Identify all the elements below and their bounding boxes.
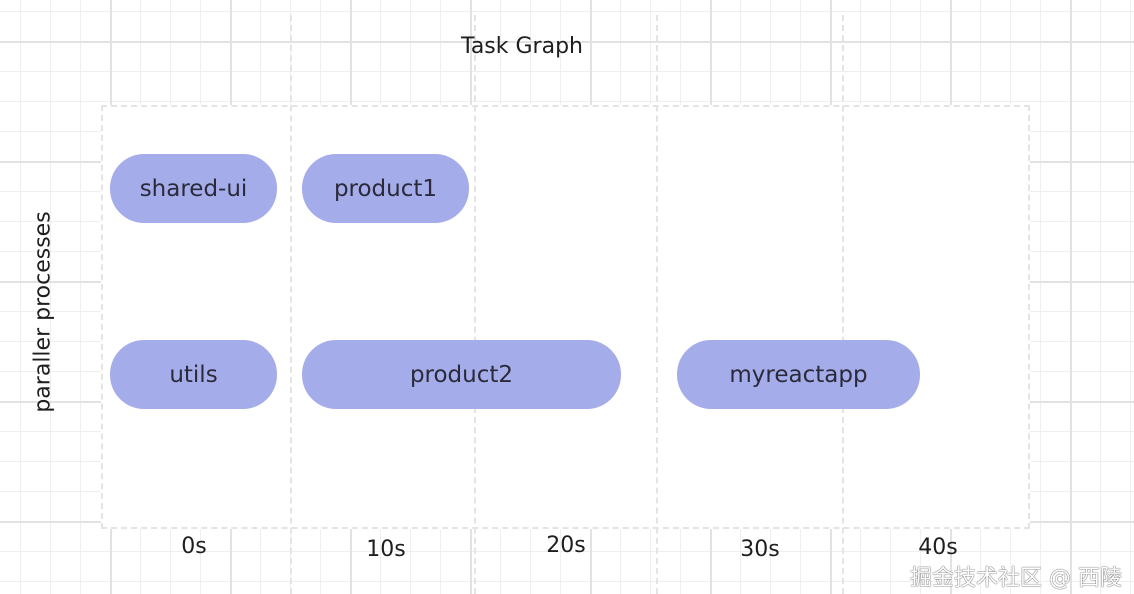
time-tick: 0s (181, 534, 207, 559)
time-divider (474, 15, 476, 594)
time-tick: 10s (366, 537, 406, 562)
time-tick: 20s (546, 533, 586, 558)
task-product1[interactable]: product1 (302, 154, 469, 223)
y-axis-label: paraller processes (30, 211, 56, 413)
diagram-title: Task Graph (461, 34, 583, 59)
task-myreactapp[interactable]: myreactapp (677, 340, 920, 409)
time-tick: 40s (918, 535, 958, 560)
task-shared-ui[interactable]: shared-ui (110, 154, 277, 223)
task-utils[interactable]: utils (110, 340, 277, 409)
time-divider (656, 15, 658, 594)
watermark: 掘金技术社区 @ 西陵 (910, 566, 1122, 591)
time-divider (290, 15, 292, 594)
time-tick: 30s (740, 537, 780, 562)
task-product2[interactable]: product2 (302, 340, 621, 409)
time-divider (842, 15, 844, 594)
